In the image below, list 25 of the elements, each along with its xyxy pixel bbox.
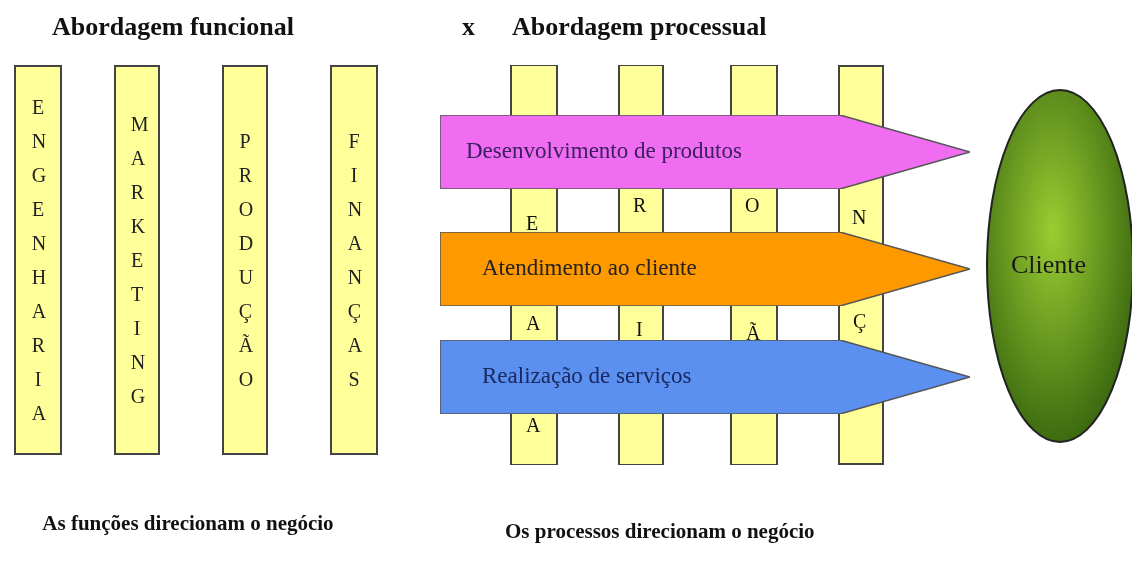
function-column	[222, 65, 268, 455]
client-label: Cliente	[1011, 250, 1087, 280]
column-letter: I	[636, 317, 643, 342]
column-letter: R	[633, 193, 647, 218]
function-column	[14, 65, 62, 455]
column-label: ENGENHARIA	[31, 95, 45, 426]
heading: Abordagem processual	[512, 11, 767, 43]
function-column	[330, 65, 378, 455]
caption: Os processos direcionam o negócio	[505, 518, 816, 545]
column-letter: O	[745, 193, 760, 218]
function-column	[114, 65, 160, 455]
column-letter: Ã	[746, 321, 761, 346]
caption: As funções direcionam o negócio	[41, 510, 335, 537]
heading: Abordagem funcional	[52, 11, 294, 43]
process-label: Atendimento ao cliente	[482, 255, 697, 281]
column-letter: E	[526, 211, 539, 236]
heading: x	[462, 11, 475, 43]
column-label: PRODUÇÃO	[238, 129, 252, 392]
column-letter: A	[526, 413, 541, 438]
column-label: FINANÇAS	[347, 129, 361, 392]
process-label: Desenvolvimento de produtos	[466, 138, 742, 164]
column-letter: A	[526, 311, 541, 336]
column-letter: Ç	[853, 309, 867, 335]
process-label: Realização de serviços	[482, 363, 692, 389]
column-letter: N	[852, 205, 867, 230]
